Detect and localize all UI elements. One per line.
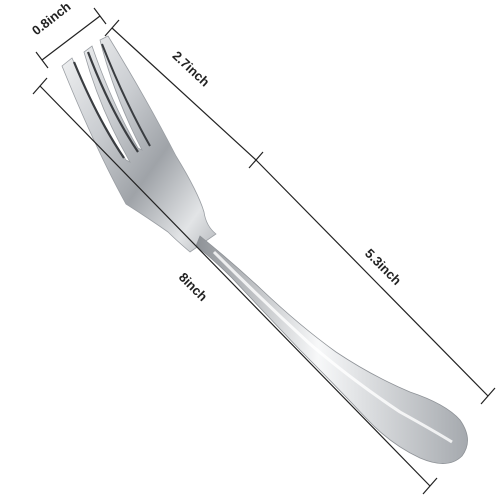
head-length-tick-end	[248, 151, 264, 169]
tine-slot-3	[101, 43, 151, 147]
fork-image	[61, 35, 468, 464]
head-length-tick-start	[104, 19, 120, 37]
tine-width-tick-right	[93, 7, 107, 25]
head-length-label: 2.7inch	[170, 48, 213, 90]
total-length-tick-start	[32, 77, 48, 95]
handle-length-tick-end	[480, 387, 496, 405]
handle-length-label: 5.3inch	[362, 246, 404, 288]
total-length-line	[39, 85, 431, 487]
tine-slot-2	[86, 51, 139, 153]
total-length-label: 8inch	[176, 270, 211, 305]
tine-width-tick-left	[35, 51, 49, 69]
fork-head	[61, 35, 217, 253]
handle-length-line	[255, 159, 489, 397]
head-length-line	[111, 27, 257, 161]
fork-handle	[195, 235, 468, 464]
dimension-lines	[32, 7, 496, 495]
tine-slot-1	[72, 61, 125, 159]
tine-width-label: 0.8inch	[29, 0, 74, 38]
handle-highlight	[212, 250, 453, 444]
tine-width-line	[41, 15, 101, 61]
total-length-tick-end	[422, 477, 438, 495]
